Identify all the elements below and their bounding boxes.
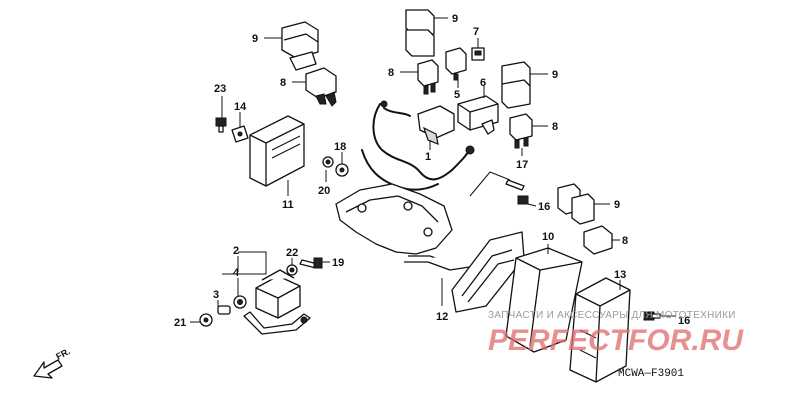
holder-6: [457, 95, 499, 135]
nut-21: [199, 313, 213, 327]
relay-9-top-center: [405, 9, 435, 57]
callout-8d: 8: [622, 235, 628, 247]
callout-2: 2: [233, 245, 239, 257]
callout-9c: 9: [552, 69, 558, 81]
stay-bracket: [243, 311, 311, 335]
relay-8-top-center: [417, 59, 439, 95]
relay-9-upper-left: [281, 21, 319, 71]
callout-1: 1: [425, 151, 431, 163]
relay-9-right-upper: [501, 61, 531, 109]
tray-bracket: [451, 231, 525, 313]
callout-8b: 8: [388, 67, 394, 79]
callout-19: 19: [332, 257, 344, 269]
callout-7: 7: [473, 26, 479, 38]
nut-20: [322, 156, 334, 168]
relay-9-right-lower: [557, 183, 595, 225]
watermark-brand: PERFECTFOR.RU: [488, 324, 744, 357]
leader-bracket-16: [469, 171, 511, 197]
callout-9a: 9: [252, 33, 258, 45]
callout-11: 11: [282, 199, 294, 211]
diagram-code: MCWA—F3901: [618, 368, 684, 380]
nut-18: [335, 163, 349, 177]
callout-23: 23: [214, 83, 226, 95]
callout-6: 6: [480, 77, 486, 89]
callout-12: 12: [436, 311, 448, 323]
clip-14: [231, 125, 249, 143]
callout-4: 4: [233, 267, 240, 279]
cover-1: [417, 105, 455, 145]
callout-16b: 16: [678, 315, 690, 327]
bolt-19: [299, 257, 323, 269]
callout-22: 22: [286, 247, 298, 259]
callout-21: 21: [174, 317, 186, 329]
leader-16a: [527, 203, 537, 207]
bolt-16-center: [505, 179, 529, 205]
callout-8a: 8: [280, 77, 286, 89]
callout-9d: 9: [614, 199, 620, 211]
panel-13: [569, 277, 631, 383]
watermark-tagline: ЗАПЧАСТИ И АКСЕССУАРЫ ДЛЯ МОТОТЕХНИКИ: [488, 310, 736, 321]
module-11: [249, 115, 305, 187]
relay-8-upper-left: [305, 67, 337, 107]
callout-16a: 16: [538, 201, 550, 213]
grommet-4: [233, 295, 247, 309]
bracket-2-4: [222, 251, 267, 275]
front-direction-arrow-icon: [33, 359, 63, 379]
collar-3: [217, 305, 231, 315]
callout-5: 5: [454, 89, 460, 101]
relay-5: [445, 47, 467, 81]
unit-2: [255, 269, 301, 319]
connector-7: [471, 47, 485, 61]
callout-14: 14: [234, 101, 247, 113]
relay-8-right-upper: [509, 113, 533, 149]
front-direction-label: FR.: [54, 346, 71, 362]
callout-20: 20: [318, 185, 330, 197]
callout-8c: 8: [552, 121, 558, 133]
bolt-23: [215, 117, 227, 133]
callout-18: 18: [334, 141, 346, 153]
callout-3: 3: [213, 289, 219, 301]
callout-10: 10: [542, 231, 554, 243]
callout-13: 13: [614, 269, 626, 281]
relay-8-right-lower: [583, 225, 613, 255]
nut-22: [286, 264, 298, 276]
callout-17: 17: [516, 159, 528, 171]
callout-9b: 9: [452, 13, 458, 25]
